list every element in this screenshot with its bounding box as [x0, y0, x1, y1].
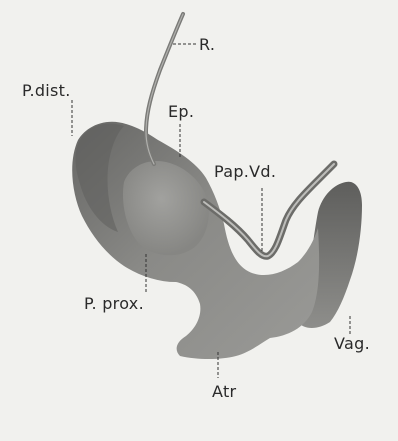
label-r: R. [199, 37, 215, 53]
label-ep: Ep. [168, 104, 194, 120]
label-atr: Atr [212, 384, 236, 400]
label-pap-vd: Pap.Vd. [214, 164, 276, 180]
label-vag: Vag. [334, 336, 370, 352]
label-p-dist: P.dist. [22, 83, 71, 99]
label-p-prox: P. prox. [84, 296, 144, 312]
